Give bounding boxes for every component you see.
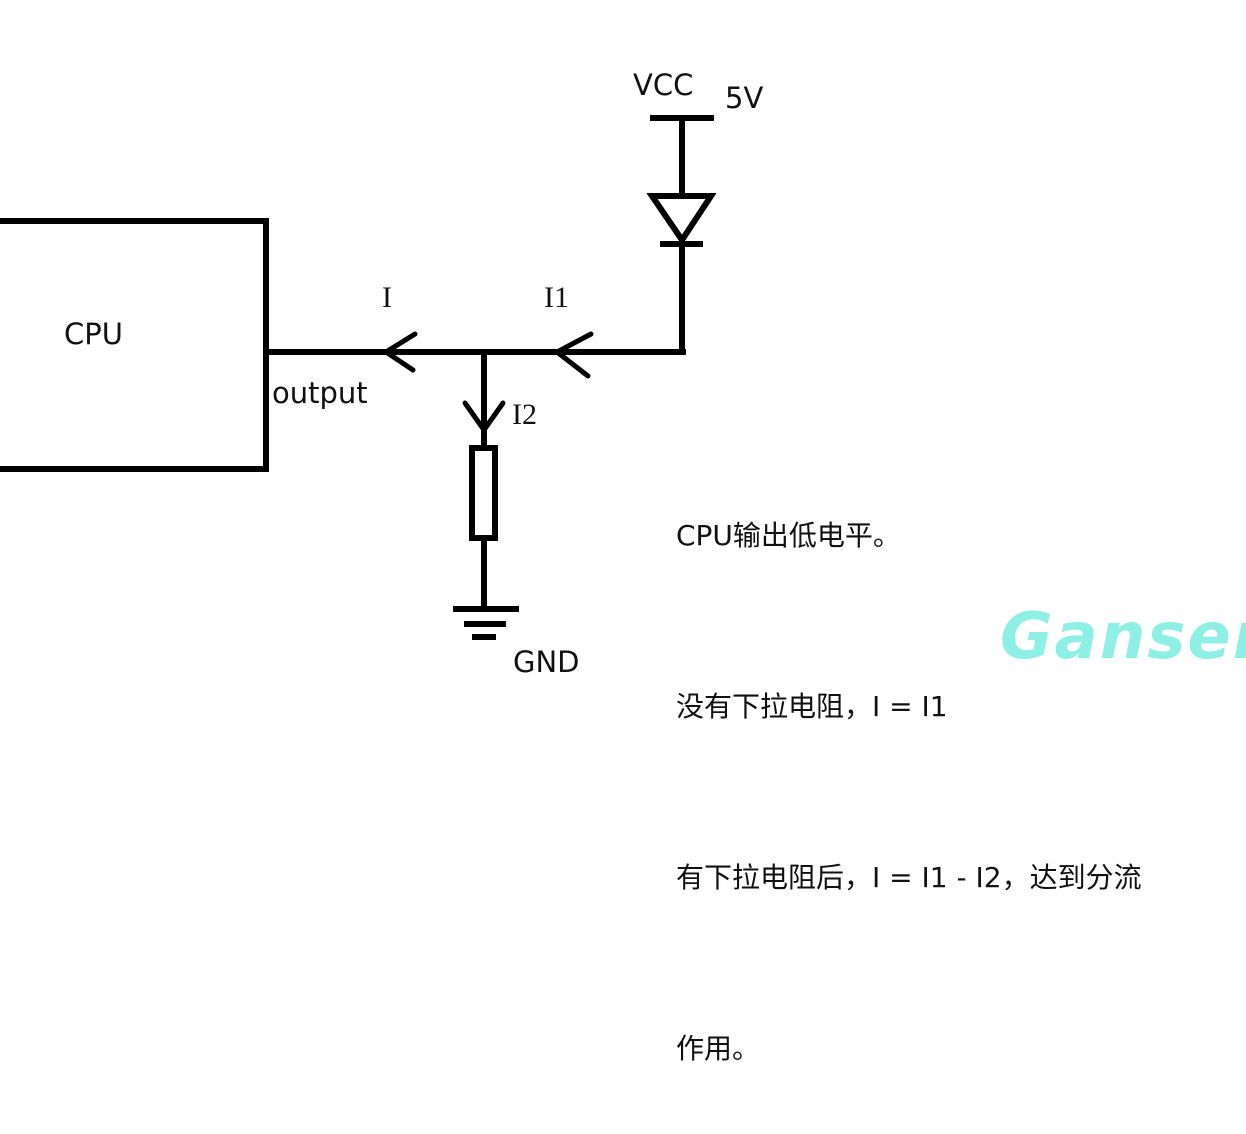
vcc-voltage-label: 5V <box>725 81 763 115</box>
current-i2-label: I2 <box>512 398 537 431</box>
note-line: CPU输出低电平。 <box>676 519 901 552</box>
ground-label: GND <box>513 645 580 679</box>
vcc-label: VCC <box>633 68 693 102</box>
circuit-diagram: CPU output I I1 VCC 5V I2 GND <box>0 68 763 679</box>
note-line: 没有下拉电阻，I = I1 <box>676 690 948 723</box>
diode-icon <box>646 193 717 247</box>
current-i1-arrow-icon <box>552 331 594 379</box>
current-i-label: I <box>382 281 392 314</box>
ground-icon <box>453 606 519 640</box>
watermark: Ganser <box>1000 600 1246 674</box>
current-i2-arrow-icon <box>462 400 506 435</box>
output-pin-label: output <box>272 376 368 410</box>
note-line: 有下拉电阻后，I = I1 - I2，达到分流 <box>676 861 1142 894</box>
explanation-notes: CPU输出低电平。 没有下拉电阻，I = I1 有下拉电阻后，I = I1 - … <box>676 393 1142 1134</box>
cpu-box <box>0 218 269 472</box>
resistor-icon <box>469 445 498 541</box>
cpu-label: CPU <box>64 317 123 351</box>
current-i1-label: I1 <box>544 281 569 314</box>
current-i-arrow-icon <box>381 331 418 373</box>
note-line: 作用。 <box>676 1032 761 1065</box>
